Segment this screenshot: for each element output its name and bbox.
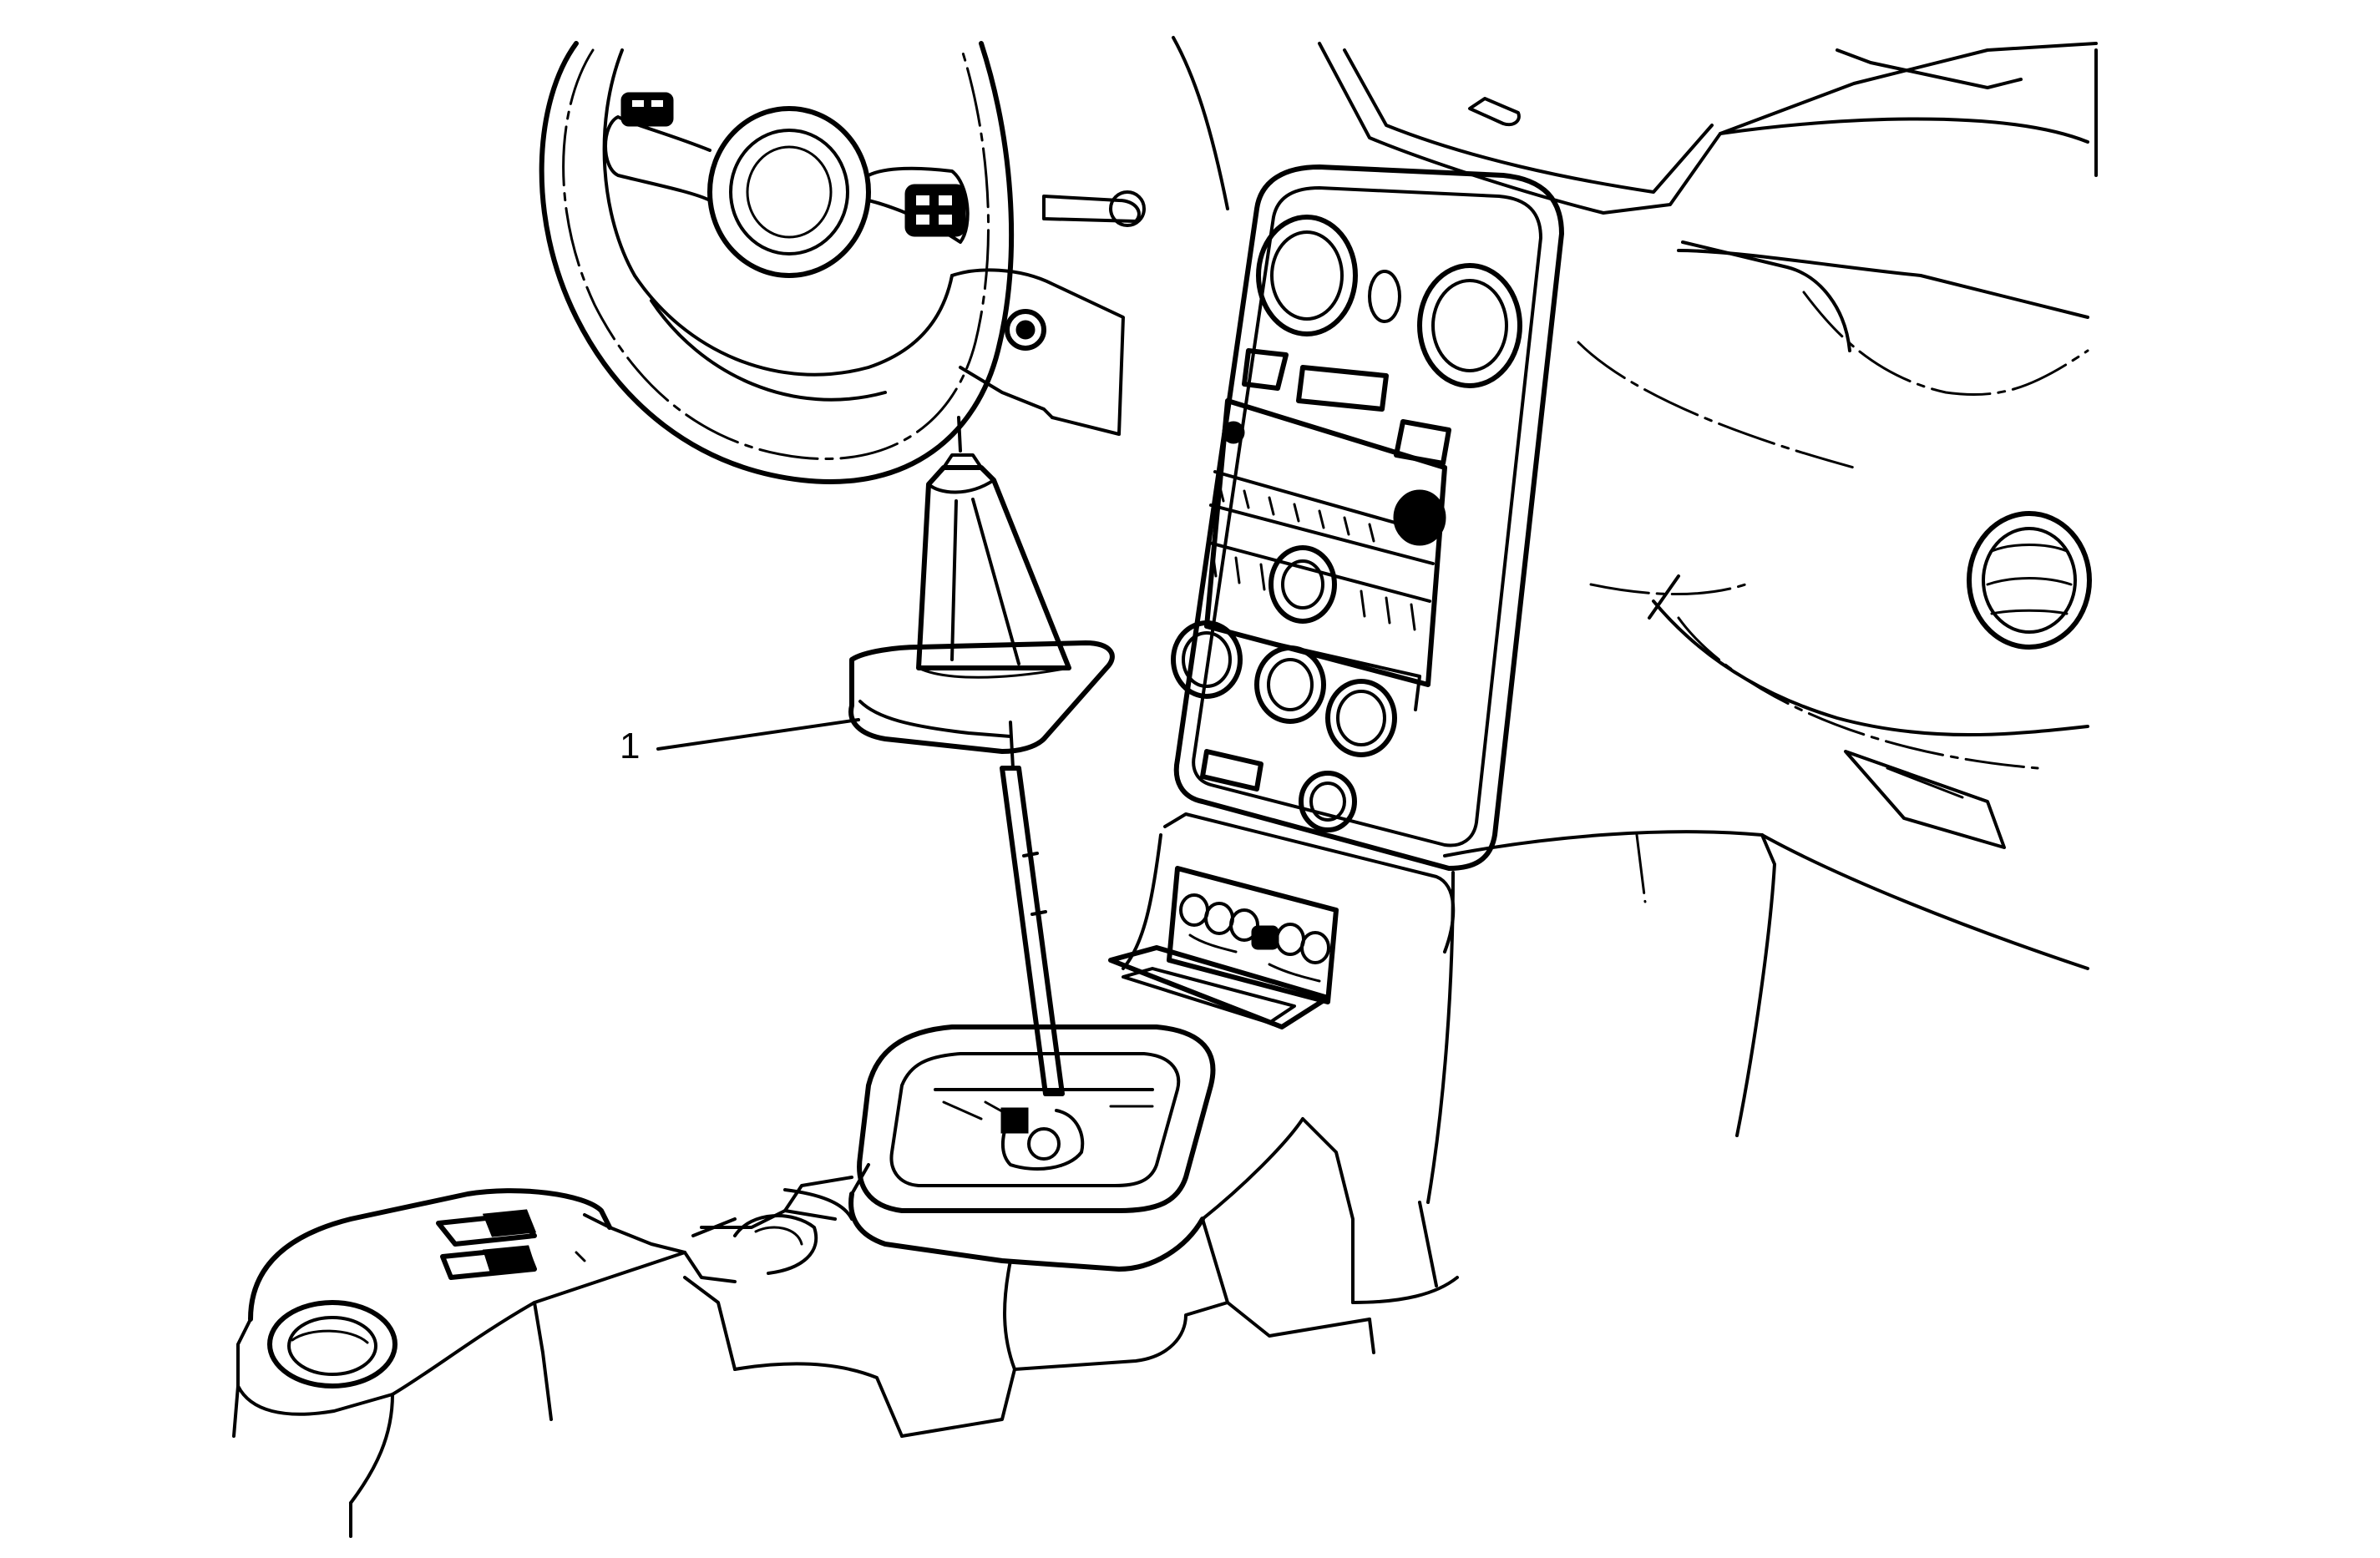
console-switch-panel [1122, 812, 1456, 1004]
steering-wheel-buttons-right [904, 184, 966, 237]
center-stack [1171, 164, 1564, 871]
dashboard [1172, 36, 2098, 1287]
shifter-opening [857, 1024, 1216, 1213]
callout-1-leader [656, 718, 860, 751]
callout-1-label: 1 [620, 726, 641, 766]
storage-tray [1108, 945, 1330, 1029]
floor-console [232, 1117, 1459, 1538]
shift-lever [957, 416, 1065, 1096]
steering-wheel [539, 41, 1015, 484]
steering-wheel-buttons-left [620, 92, 674, 127]
steering-column [950, 190, 1146, 436]
shift-boot [848, 453, 1115, 754]
